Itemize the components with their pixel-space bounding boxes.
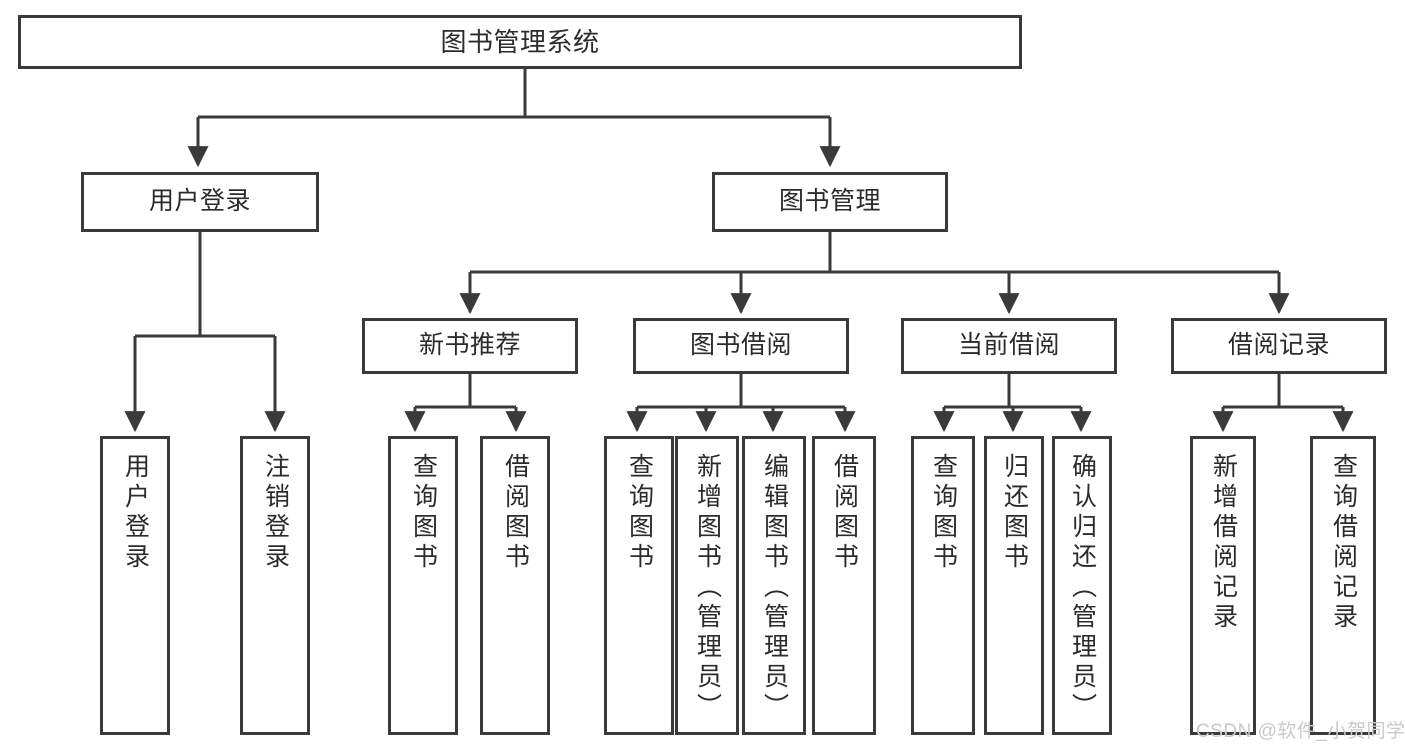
node-leaf-confirm-return-label: 确认归还（管理员）: [1068, 453, 1097, 723]
node-leaf-borrow-book-2[interactable]: 借阅图书: [812, 436, 876, 735]
node-current-borrow-label: 当前借阅: [957, 331, 1060, 360]
node-leaf-borrow-book-1[interactable]: 借阅图书: [480, 436, 550, 735]
node-leaf-logout-login-label: 注销登录: [261, 453, 290, 573]
node-user-login[interactable]: 用户登录: [81, 172, 319, 232]
node-leaf-query-borrow-record-label: 查询借阅记录: [1329, 453, 1358, 633]
node-book-manage-label: 图书管理: [778, 187, 881, 216]
node-leaf-borrow-book-1-label: 借阅图书: [501, 453, 530, 573]
node-leaf-logout-login[interactable]: 注销登录: [240, 436, 310, 735]
node-leaf-query-book-1[interactable]: 查询图书: [388, 436, 458, 735]
node-book-borrow-label: 图书借阅: [689, 331, 792, 360]
node-current-borrow[interactable]: 当前借阅: [901, 318, 1117, 374]
node-leaf-confirm-return[interactable]: 确认归还（管理员）: [1052, 436, 1112, 735]
node-new-book-recommend-label: 新书推荐: [418, 331, 521, 360]
node-leaf-edit-book[interactable]: 编辑图书（管理员）: [742, 436, 806, 735]
node-leaf-borrow-book-2-label: 借阅图书: [830, 453, 859, 573]
node-leaf-query-book-2[interactable]: 查询图书: [604, 436, 674, 735]
node-book-borrow[interactable]: 图书借阅: [633, 318, 849, 374]
node-leaf-user-login-label: 用户登录: [121, 453, 150, 573]
node-root[interactable]: 图书管理系统: [18, 15, 1022, 69]
node-leaf-query-borrow-record[interactable]: 查询借阅记录: [1310, 436, 1376, 735]
node-user-login-label: 用户登录: [148, 187, 251, 216]
node-leaf-query-book-2-label: 查询图书: [625, 453, 654, 573]
node-leaf-add-book[interactable]: 新增图书（管理员）: [675, 436, 739, 735]
node-leaf-edit-book-label: 编辑图书（管理员）: [760, 453, 789, 723]
node-new-book-recommend[interactable]: 新书推荐: [362, 318, 578, 374]
node-leaf-add-borrow-record-label: 新增借阅记录: [1209, 453, 1238, 633]
csdn-watermark: CSDN @软件_小贺同学: [1196, 721, 1405, 742]
node-leaf-return-book-label: 归还图书: [1000, 453, 1029, 573]
node-book-manage[interactable]: 图书管理: [712, 172, 948, 232]
node-leaf-query-book-3[interactable]: 查询图书: [911, 436, 975, 735]
node-leaf-add-book-label: 新增图书（管理员）: [693, 453, 722, 723]
node-root-label: 图书管理系统: [440, 26, 600, 57]
node-leaf-query-book-3-label: 查询图书: [929, 453, 958, 573]
node-leaf-user-login[interactable]: 用户登录: [100, 436, 170, 735]
node-leaf-add-borrow-record[interactable]: 新增借阅记录: [1190, 436, 1256, 735]
node-leaf-query-book-1-label: 查询图书: [409, 453, 438, 573]
node-borrow-record[interactable]: 借阅记录: [1171, 318, 1387, 374]
node-borrow-record-label: 借阅记录: [1227, 331, 1330, 360]
node-leaf-return-book[interactable]: 归还图书: [984, 436, 1044, 735]
